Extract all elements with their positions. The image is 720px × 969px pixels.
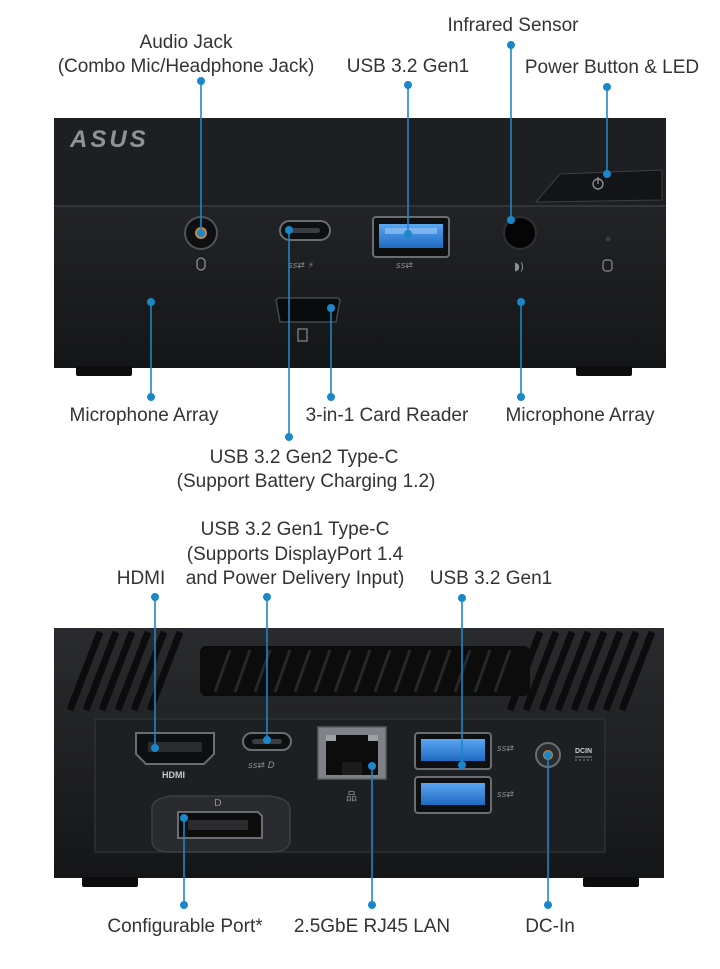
svg-text:品: 品 bbox=[346, 790, 357, 803]
svg-text:D: D bbox=[214, 798, 222, 809]
svg-text:ss⇄: ss⇄ bbox=[396, 261, 413, 271]
label-dc-in: DC-In bbox=[525, 916, 575, 937]
asus-logo: ASUS bbox=[69, 126, 149, 153]
label-configurable-port: Configurable Port* bbox=[107, 916, 263, 937]
label-usb-typec-front-detail: (Support Battery Charging 1.2) bbox=[176, 471, 436, 492]
configurable-port: D bbox=[151, 795, 291, 853]
label-usb-gen1-front: USB 3.2 Gen1 bbox=[346, 56, 470, 77]
svg-text:ss⇄ D: ss⇄ D bbox=[248, 761, 275, 771]
label-hdmi: HDMI bbox=[116, 568, 166, 589]
front-usb-a-port: ss⇄ bbox=[372, 216, 450, 271]
label-rj45-lan: 2.5GbE RJ45 LAN bbox=[293, 916, 451, 937]
hdmi-port bbox=[135, 732, 215, 765]
label-usb-typec-front: USB 3.2 Gen2 Type-C bbox=[209, 447, 399, 468]
front-callout-lines bbox=[147, 40, 611, 441]
sd-card-icon bbox=[297, 328, 308, 342]
label-audio-jack-detail: (Combo Mic/Headphone Jack) bbox=[57, 56, 315, 77]
front-panel bbox=[54, 118, 666, 376]
label-audio-jack: Audio Jack bbox=[139, 32, 233, 53]
rear-callout-lines bbox=[151, 592, 552, 909]
infrared-sensor: ◗) bbox=[503, 216, 537, 273]
svg-text:◗): ◗) bbox=[514, 260, 524, 273]
svg-text:ss⇄: ss⇄ bbox=[497, 744, 514, 754]
svg-text:ss⇄ ⚡: ss⇄ ⚡ bbox=[288, 261, 314, 271]
label-microphone-array-left: Microphone Array bbox=[69, 405, 219, 426]
headset-icon bbox=[196, 257, 206, 271]
rj45-lan-port: 品 bbox=[317, 726, 387, 803]
rear-usb-a-ports: ss⇄ ss⇄ bbox=[414, 732, 514, 814]
card-reader-slot bbox=[275, 297, 341, 342]
label-infrared-sensor: Infrared Sensor bbox=[447, 15, 579, 36]
label-microphone-array-right: Microphone Array bbox=[505, 405, 655, 426]
svg-text:ss⇄: ss⇄ bbox=[497, 790, 514, 800]
label-power-button: Power Button & LED bbox=[524, 57, 700, 78]
label-card-reader: 3-in-1 Card Reader bbox=[305, 405, 469, 426]
front-usb-c-port: ss⇄ ⚡ bbox=[279, 220, 331, 271]
label-usb-gen1-rear: USB 3.2 Gen1 bbox=[429, 568, 553, 589]
label-usb-typec-rear-detail1: (Supports DisplayPort 1.4 bbox=[186, 544, 404, 565]
hdmi-caption: HDMI bbox=[162, 770, 185, 780]
dcin-caption: DCIN bbox=[575, 748, 592, 755]
storage-icon bbox=[602, 259, 613, 272]
label-usb-typec-rear-detail2: and Power Delivery Input) bbox=[185, 568, 405, 589]
label-usb-typec-rear: USB 3.2 Gen1 Type-C bbox=[200, 519, 390, 540]
